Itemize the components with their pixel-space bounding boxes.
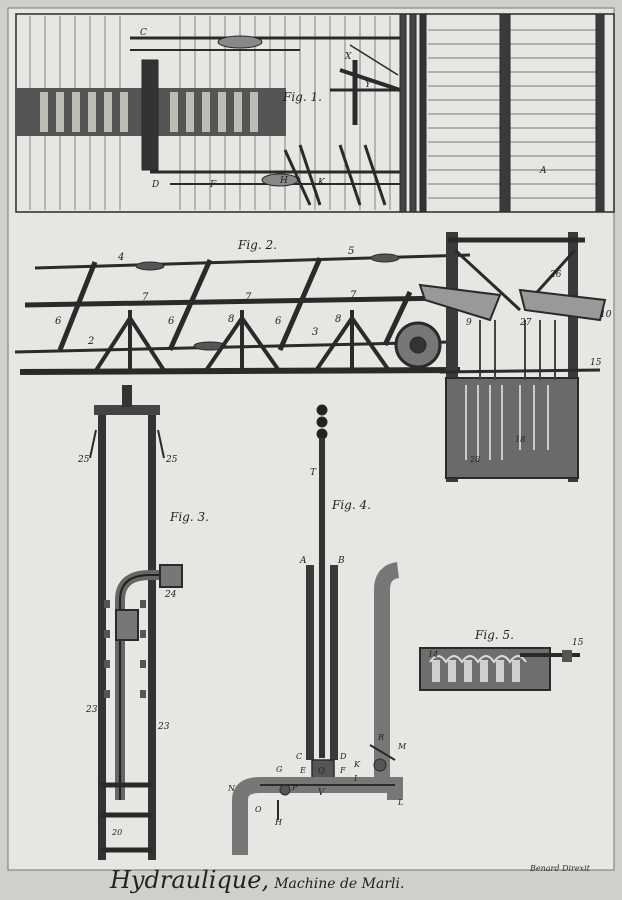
label-F-fig1: F [210,180,217,190]
label-O: O [255,805,262,814]
label-A-fig4: A [300,556,307,566]
label-4: 4 [118,252,125,263]
fig4-pump-section [232,404,403,855]
label-A-fig1: A [540,166,547,176]
label-24: 24 [165,590,177,600]
title-sub: Machine de Marli. [274,876,405,892]
label-L: L [398,798,404,807]
label-Q: Q [318,766,325,775]
label-K-fig4: K [354,760,360,769]
label-C-fig4: C [296,752,303,761]
label-E: E [300,766,306,775]
label-15-fig5: 15 [572,638,584,648]
label-25-left: 25 [78,455,90,465]
label-20: 20 [112,828,123,837]
fig3-pump-frame [89,385,183,860]
label-27: 27 [520,318,532,328]
fig2-elevation [14,232,607,482]
label-7a: 7 [142,292,149,303]
label-X: X [345,52,352,62]
label-C-top: C [140,28,147,38]
label-H-fig1: H [280,176,288,186]
label-R: R [378,733,385,742]
title-main: Hydraulique, [110,866,270,894]
plate-title: Hydraulique, Machine de Marli. [110,866,404,894]
label-8b: 8 [335,314,342,325]
label-5: 5 [348,246,355,257]
fig5-detail [419,647,580,691]
fig3-caption: Fig. 3. [170,510,209,524]
label-26: 26 [550,270,562,280]
label-28: 28 [470,455,481,464]
label-9: 9 [466,318,472,328]
label-25-right: 25 [166,455,178,465]
label-K-fig1: K [318,178,325,188]
label-8a: 8 [228,314,235,325]
label-6c: 6 [275,316,282,327]
label-N: N [228,784,235,793]
label-D-fig1: D [152,180,160,190]
label-6a: 6 [55,316,62,327]
label-P: P [292,783,298,792]
fig1-caption: Fig. 1. [283,90,322,104]
fig5-caption: Fig. 5. [475,628,514,642]
label-M: M [398,742,407,751]
label-3: 3 [312,327,319,338]
label-6b: 6 [168,316,175,327]
label-Y: Y [365,80,371,90]
label-7b: 7 [245,292,252,303]
label-H-fig4: H [275,818,282,827]
label-10: 10 [600,310,612,320]
fig1-plan-view [15,13,615,213]
label-F-fig4: F [340,766,346,775]
engraver-credit: Benard Direxit [530,864,590,873]
fig2-caption: Fig. 2. [238,238,277,252]
label-B: B [338,556,345,566]
label-15-fig2: 15 [590,358,602,368]
label-18: 18 [515,435,526,444]
fig4-caption: Fig. 4. [332,498,371,512]
label-23-left: 23 [86,705,98,715]
label-V: V [318,788,325,798]
label-T: T [310,468,317,478]
label-23-right: 23 [158,722,170,732]
label-2: 2 [88,336,95,347]
label-D-fig4: D [340,752,347,761]
label-7c: 7 [350,290,357,301]
label-G: G [276,765,283,774]
label-I: I [354,774,358,783]
label-14: 14 [428,650,439,659]
